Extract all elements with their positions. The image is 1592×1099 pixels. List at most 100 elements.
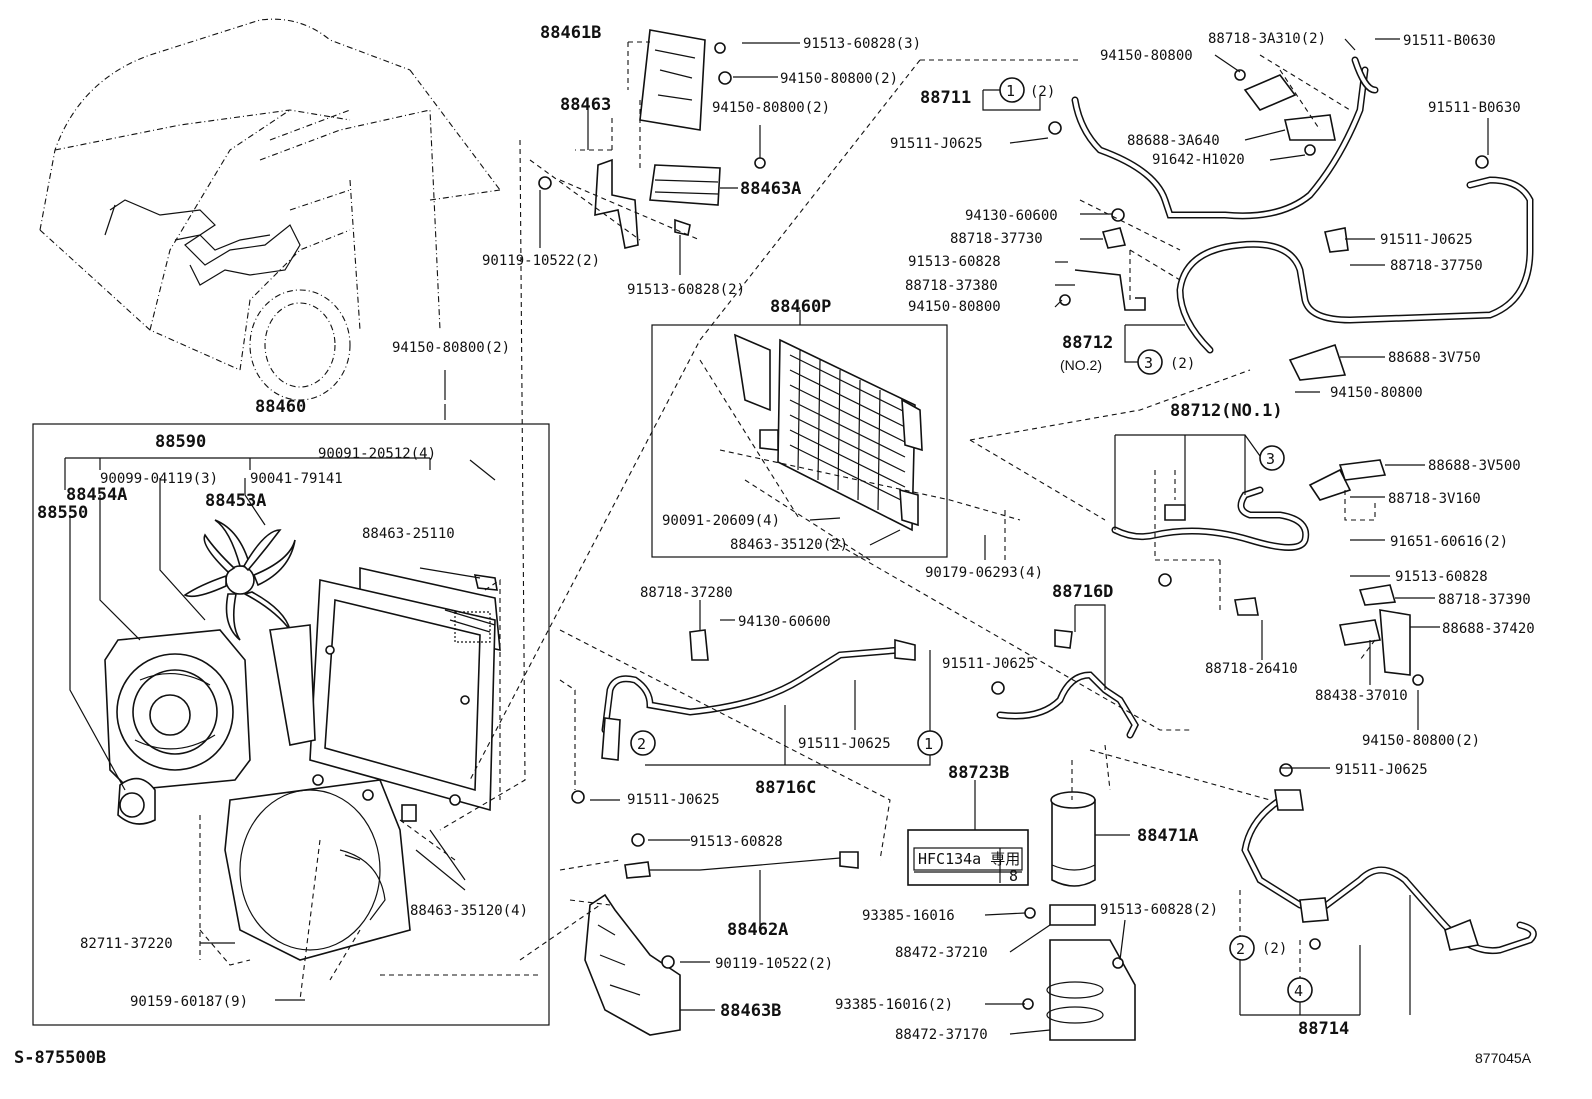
part-label: (2) [1170,356,1195,372]
part-label: 88716C [755,778,816,798]
lower-shroud [224,774,417,961]
leader-lines [69,38,1489,1035]
part-label: 94150-80800(2) [1362,733,1480,749]
part-label: 94150-80800 [1100,48,1193,64]
part-label: 88460P [770,297,831,317]
part-label: 91511-J0625 [627,792,720,808]
part-label: 91642-H1020 [1152,152,1245,168]
footer-left-code: S-875500B [14,1048,106,1068]
part-label: 88463-25110 [362,526,455,542]
part-label: 88460 [255,397,306,417]
part-label: 88454A [66,485,127,505]
part-label: 93385-16016 [862,908,955,924]
part-label: 91513-60828 [908,254,1001,270]
part-label: 90091-20512(4) [318,446,436,462]
clamp-88718-3A310 [1234,69,1336,156]
part-label: 90159-60187(9) [130,994,248,1010]
hfc-label-text: HFC134a 専用 [918,850,1020,868]
fan-shroud [104,629,251,825]
part-label: 88463B [720,1001,781,1021]
part-label: 88471A [1137,826,1198,846]
bracket-88463A [649,157,766,236]
hose-88714 [1241,763,1537,955]
part-label: 88712 [1062,333,1113,353]
part-label: 88718-37730 [950,231,1043,247]
part-label: 91511-J0625 [1335,762,1428,778]
part-label: 94150-80800(2) [392,340,510,356]
callout-1: 1 [1006,82,1015,100]
part-label: 91511-J0625 [890,136,983,152]
bracket-88472-37210 [1024,904,1096,926]
part-label: 88712(NO.1) [1170,401,1283,421]
callouts: 1 3 3 2 1 2 4 [630,77,1313,1003]
part-label: 88461B [540,23,601,43]
part-label: 91513-60828 [690,834,783,850]
label-88723B: HFC134a 専用 8 [907,829,1029,886]
part-label: 88718-3V160 [1388,491,1481,507]
hose-88711-upper [1351,56,1379,94]
fan-blade [183,519,296,641]
part-label: 88453A [205,491,266,511]
part-label: 88718-37280 [640,585,733,601]
part-label: 90119-10522(2) [482,253,600,269]
part-label: 91511-B0630 [1428,100,1521,116]
part-label: (2) [1262,941,1287,957]
callout-3: 3 [1144,354,1153,372]
callout-3b: 3 [1266,450,1275,468]
hose-88716C [571,629,916,804]
callout-2: 2 [637,735,646,753]
part-label: 90091-20609(4) [662,513,780,529]
part-label: 91511-B0630 [1403,33,1496,49]
part-label: 91513-60828(3) [803,36,921,52]
bracket-88463B [584,893,681,1036]
part-label: 94150-80800(2) [780,71,898,87]
part-label: 88590 [155,432,206,452]
part-label: 88718-37380 [905,278,998,294]
part-label: 88718-37390 [1438,592,1531,608]
part-label: 88472-37210 [895,945,988,961]
part-label: 91511-J0625 [798,736,891,752]
part-label: 91513-60828(2) [627,282,745,298]
part-label: 88462A [727,920,788,940]
part-label: 88463 [560,95,611,115]
part-label: 94130-60600 [738,614,831,630]
part-label: (2) [1030,84,1055,100]
part-label: 94130-60600 [965,208,1058,224]
hose-88716D [991,629,1139,739]
part-label: 88472-37170 [895,1027,988,1043]
part-label: 91511-J0625 [1380,232,1473,248]
part-label: 88463A [740,179,801,199]
hose-88712-no2 [1101,155,1534,381]
part-label: 88550 [37,503,88,523]
part-label: 94150-80800(2) [712,100,830,116]
part-label: 90041-79141 [250,471,343,487]
part-label: 90099-04119(3) [100,471,218,487]
part-label: 88716D [1052,582,1113,602]
condenser-frame [269,567,501,812]
condenser-88460P [733,333,923,532]
receiver-dryer-88471A [1050,791,1096,887]
bracket-88718-37380 [1059,208,1146,311]
part-label: 82711-37220 [80,936,173,952]
part-label: 88463-35120(2) [730,537,848,553]
part-label: 93385-16016(2) [835,997,953,1013]
callout-2b: 2 [1236,940,1245,958]
part-label: 88714 [1298,1019,1349,1039]
assembly-box-88460 [32,423,550,1026]
part-label: 91513-60828(2) [1100,902,1218,918]
footer-right-code: 877045A [1475,1050,1532,1066]
hfc-label-corner: 8 [1009,867,1018,885]
part-label: 90179-06293(4) [925,565,1043,581]
part-label: 94150-80800 [1330,385,1423,401]
pipe-88462A [624,833,859,879]
part-label: 88718-3A310(2) [1208,31,1326,47]
part-labels: 88461B 91513-60828(3) 94150-80800(2) 941… [37,23,1535,1043]
vehicle-outline [39,18,501,401]
part-label: 94150-80800 [908,299,1001,315]
hose-88711 [1048,66,1369,220]
callout-4: 4 [1294,982,1303,1000]
bracket-88472-37170 [1022,939,1136,1041]
callout-1b: 1 [924,735,933,753]
part-label: (NO.2) [1060,357,1102,373]
